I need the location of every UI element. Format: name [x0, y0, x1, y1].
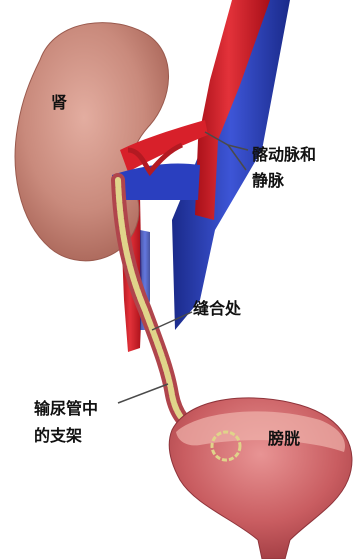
anastomosis-label: 缝合处: [193, 298, 241, 320]
kidney-label: 肾: [51, 92, 67, 114]
stent-leader-line: [118, 384, 168, 403]
stent-label-line2: 的支架: [34, 425, 82, 447]
anastomosis-leader-line: [152, 312, 192, 330]
bladder-label: 膀胱: [268, 428, 300, 450]
iliac-vessels-label-line1: 髂动脉和: [252, 144, 316, 166]
stent-label-line1: 输尿管中: [34, 398, 98, 420]
iliac-vessels-label-line2: 静脉: [252, 170, 284, 192]
